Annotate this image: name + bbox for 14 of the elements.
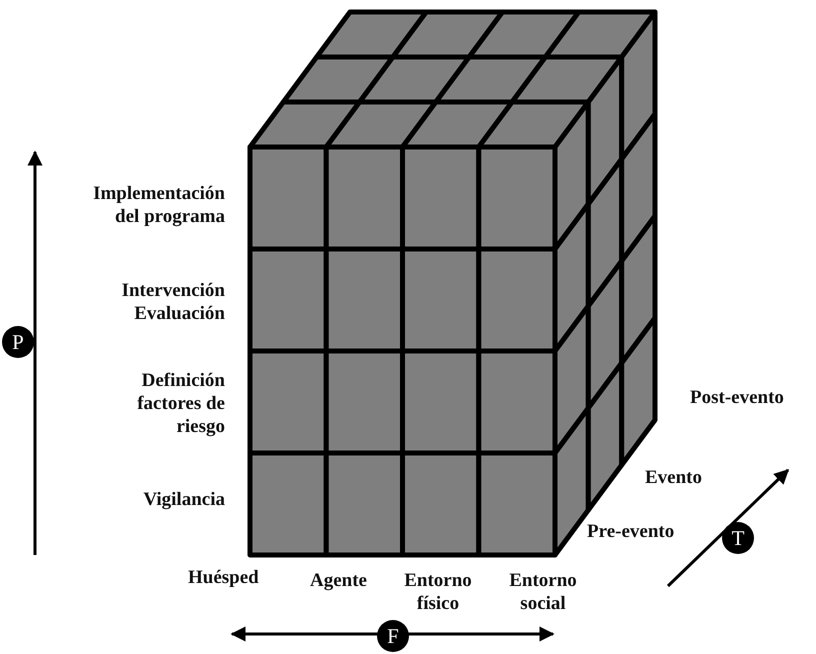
axis-marker: F bbox=[377, 620, 409, 652]
axis-marker: T bbox=[722, 522, 754, 554]
axis-label: Definición factores de riesgo bbox=[136, 369, 225, 438]
axis-label: Vigilancia bbox=[142, 488, 225, 511]
axis-marker: P bbox=[2, 326, 34, 358]
axis-label: Evento bbox=[645, 466, 703, 489]
axis-label: Entorno físico bbox=[403, 569, 473, 615]
axis-label: Entorno social bbox=[508, 569, 578, 615]
axis-label: Intervención Evaluación bbox=[120, 279, 225, 325]
axis-label: Post-evento bbox=[690, 386, 785, 409]
axis-label: Pre-evento bbox=[587, 520, 676, 543]
axis-label: Implementación del programa bbox=[92, 182, 225, 228]
axis-label: Agente bbox=[310, 569, 368, 592]
axis-label: Huésped bbox=[188, 566, 260, 589]
